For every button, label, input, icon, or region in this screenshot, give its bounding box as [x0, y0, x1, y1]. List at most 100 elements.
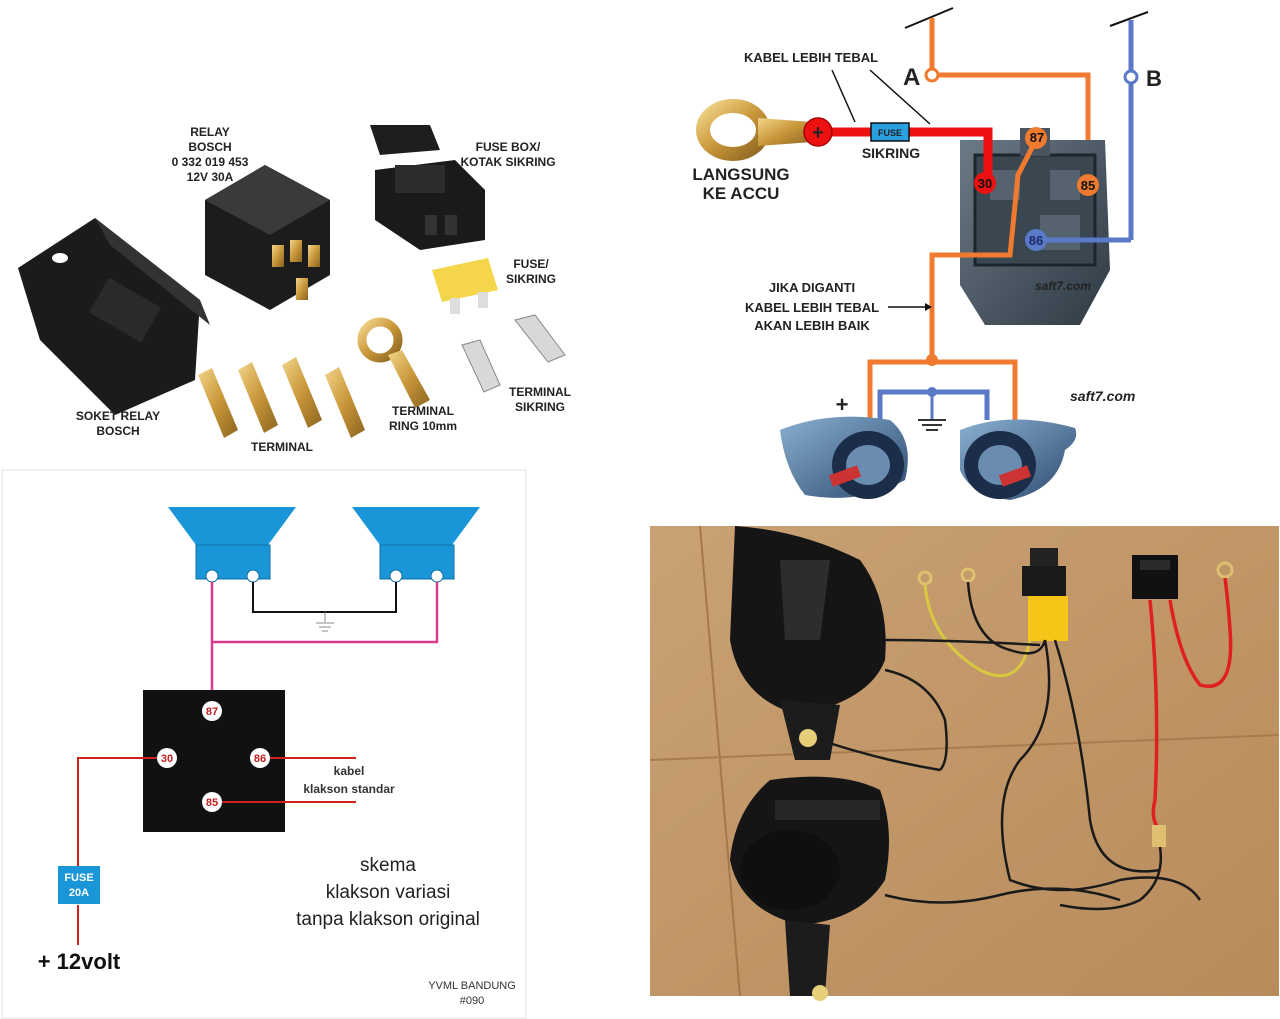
photo-wire-yellow [923, 584, 1032, 678]
schematic-pin-30-dot [157, 748, 177, 768]
photo-wire-black-2 [884, 638, 1041, 647]
fuse-label-1: FUSE/ [513, 257, 549, 271]
pin-85-label: 85 [1081, 178, 1095, 193]
pin-86-label: 86 [1029, 233, 1043, 248]
terminal-fuse-label-2: SIKRING [515, 400, 565, 414]
socket-label-2: BOSCH [96, 424, 139, 438]
replace-note-2: KABEL LEBIH TEBAL [745, 300, 879, 315]
relay-socket-image [18, 218, 210, 415]
battery-ring-terminal [696, 99, 812, 161]
thick-cable-arrow-2 [869, 69, 931, 125]
photo-wire-black-7 [884, 887, 1121, 904]
schematic-pin-85: 85 [206, 797, 218, 809]
schematic-title-1: skema [360, 855, 416, 876]
photo-horn-bottom [730, 776, 889, 1001]
replace-note-3: AKAN LEBIH BAIK [754, 318, 870, 333]
schematic-fuse-text-1: FUSE [64, 872, 93, 884]
photo-wire-red-2 [1168, 577, 1233, 688]
schematic-credit-1: YVML BANDUNG [428, 980, 516, 992]
replace-note-arrowhead [925, 303, 932, 311]
point-a-label: A [903, 64, 920, 91]
cardboard-seam-2 [649, 734, 1280, 761]
photo-wire-connector [1152, 825, 1166, 847]
switch-a-line [904, 7, 954, 29]
schematic-voltage: + 12volt [38, 949, 121, 974]
relay-label-2: BOSCH [188, 140, 231, 154]
photo-wire-black-6 [1053, 639, 1161, 873]
schematic-credit-2: #090 [460, 995, 484, 1007]
plus-symbol: + [812, 122, 824, 144]
photo-wire-black-5 [1000, 639, 1202, 901]
fuse-box-text: FUSE [878, 128, 902, 138]
schematic-title-2: klakson variasi [326, 882, 451, 903]
schematic-fuse-text-2: 20A [69, 887, 89, 899]
photo-terminal-2 [960, 567, 976, 583]
photo-terminal-1 [917, 570, 933, 586]
fuse-box-label-1: FUSE BOX/ [476, 140, 541, 154]
horn-right-image [960, 419, 1077, 500]
pin-30-label: 30 [978, 176, 992, 191]
photo-relay [1022, 548, 1068, 641]
node-a [924, 67, 940, 83]
fuse-box-label-2: KOTAK SIKRING [460, 155, 555, 169]
thick-cable-arrow-1 [831, 69, 856, 123]
schematic-pin-85-dot [202, 792, 222, 812]
schematic-kabel-label-1: kabel [334, 764, 365, 778]
relay-label-1: RELAY [190, 125, 230, 139]
pin-86-dot [1025, 229, 1047, 251]
schematic-panel: 87 30 86 85 kabel klakson standar FUSE 2… [1, 469, 527, 1019]
photo-wire-black-1 [966, 581, 1047, 655]
terminal-fuse-label-1: TERMINAL [509, 385, 571, 399]
schematic-pink-horns [210, 582, 439, 644]
wire-horn-positive [867, 359, 1018, 420]
fuse-caption: SIKRING [862, 145, 920, 161]
schematic-wire-30 [77, 757, 157, 868]
relay-label-3: 0 332 019 453 [172, 155, 249, 169]
schematic-title-3: tanpa klakson original [296, 909, 480, 930]
switch-b-line [1109, 11, 1149, 27]
wiring-panel: A B saft7.com [692, 7, 1162, 500]
photo-horn-top [730, 526, 886, 760]
ring-label-1: TERMINAL [392, 404, 454, 418]
relay-watermark: saft7.com [1035, 279, 1091, 293]
pin-87-label: 87 [1030, 130, 1044, 145]
battery-label-1: LANGSUNG [692, 165, 789, 184]
schematic-pin-87: 87 [206, 706, 218, 718]
schematic-kabel-label-2: klakson standar [303, 782, 395, 796]
fuse-terminals-image [461, 314, 566, 393]
horn-plus-symbol: + [836, 392, 849, 417]
relay-image [205, 165, 330, 310]
kit-photo-panel [649, 525, 1280, 1001]
fuse-box-image [370, 125, 485, 250]
schematic-pin-87-dot [202, 701, 222, 721]
relay-label-4: 12V 30A [187, 170, 234, 184]
socket-label-1: SOKET RELAY [76, 409, 160, 423]
schematic-pin-86: 86 [254, 753, 266, 765]
photo-ring-terminal [1216, 561, 1234, 579]
photo-wire-red-1 [1148, 599, 1162, 832]
wire-87-to-horns [929, 138, 1039, 360]
schematic-pin-86-dot [250, 748, 270, 768]
battery-label-2: KE ACCU [703, 184, 780, 203]
horn-left-image [780, 416, 908, 499]
photo-wire-black-3 [884, 668, 948, 771]
photo-fuse-holder [1132, 555, 1178, 599]
watermark: saft7.com [1070, 388, 1135, 404]
schematic-pin-30: 30 [161, 753, 173, 765]
ring-terminal-image [357, 317, 430, 408]
cardboard-seam-1 [699, 525, 741, 997]
terminal-label: TERMINAL [251, 440, 313, 454]
fuse-image [432, 258, 498, 314]
fuse-label-2: SIKRING [506, 272, 556, 286]
pin-87-dot [1025, 127, 1047, 149]
components-panel: SOKET RELAY BOSCH RELAY BOSCH 0 332 019 … [18, 125, 571, 454]
plus-terminal [803, 117, 833, 147]
photo-wire-black-8 [1059, 846, 1163, 911]
fuse-box-symbol [870, 122, 910, 142]
schematic-horn-left [168, 507, 296, 583]
relay-socket-photo [960, 128, 1110, 325]
replace-note-1: JIKA DIGANTI [769, 280, 855, 295]
ring-label-2: RING 10mm [389, 419, 457, 433]
pin-85-dot [1077, 174, 1099, 196]
